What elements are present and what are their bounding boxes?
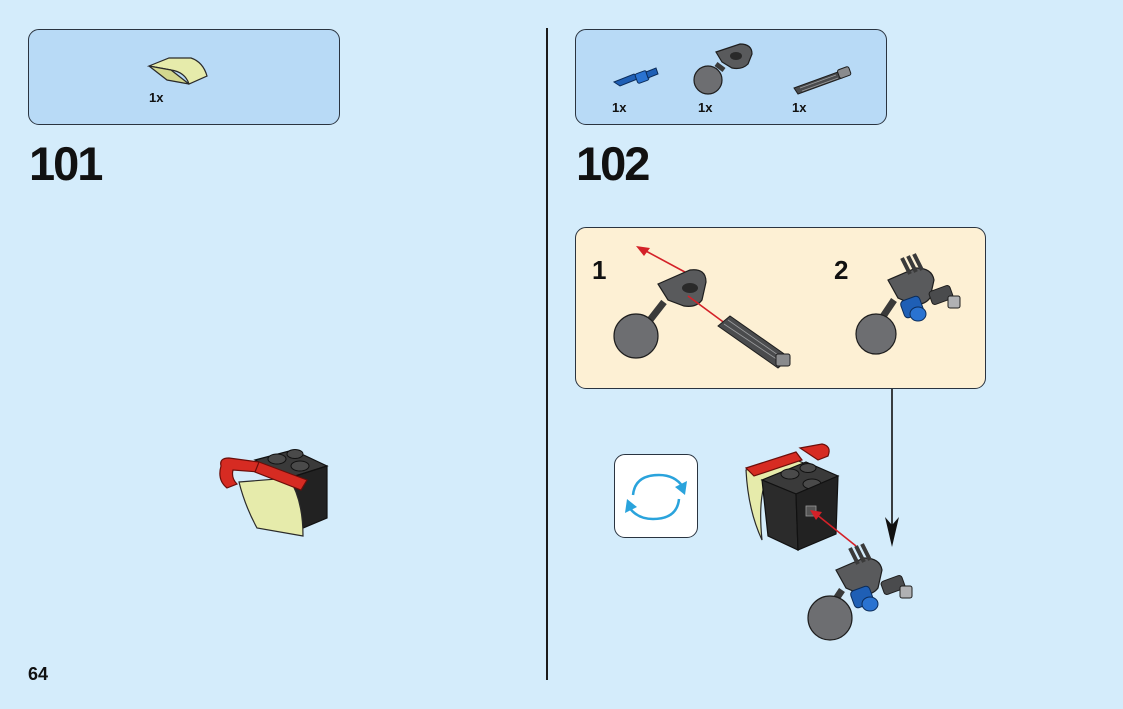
ball-joint-dark-gray-part — [693, 43, 753, 95]
page-number: 64 — [28, 664, 49, 684]
rotate-model-icon — [625, 473, 687, 521]
arrow-down-icon — [885, 389, 899, 547]
parts-box-step-101: 1x — [28, 29, 340, 125]
rotate-model-button[interactable] — [614, 454, 698, 538]
page-divider — [546, 28, 548, 680]
step-number-101: 101 — [29, 137, 103, 190]
substep-2-assembly — [855, 253, 961, 355]
axle-pin-dark-gray-part — [793, 66, 852, 95]
substep-number-2: 2 — [834, 255, 849, 285]
blue-pin-part — [612, 67, 659, 87]
part-qty: 1x — [792, 100, 807, 115]
step-102-assembly — [744, 443, 913, 641]
part-qty: 1x — [612, 100, 627, 115]
step-number-102: 102 — [576, 137, 650, 190]
parts-box-step-102: 1x 1x 1x — [575, 29, 887, 125]
substep-1-assembly — [613, 246, 791, 369]
curved-slope-lime-part — [146, 57, 208, 85]
substep-panel: 1 2 — [575, 227, 986, 389]
part-qty: 1x — [698, 100, 713, 115]
step-101-assembly — [219, 449, 329, 537]
part-qty: 1x — [149, 90, 164, 105]
substep-number-1: 1 — [592, 255, 607, 285]
